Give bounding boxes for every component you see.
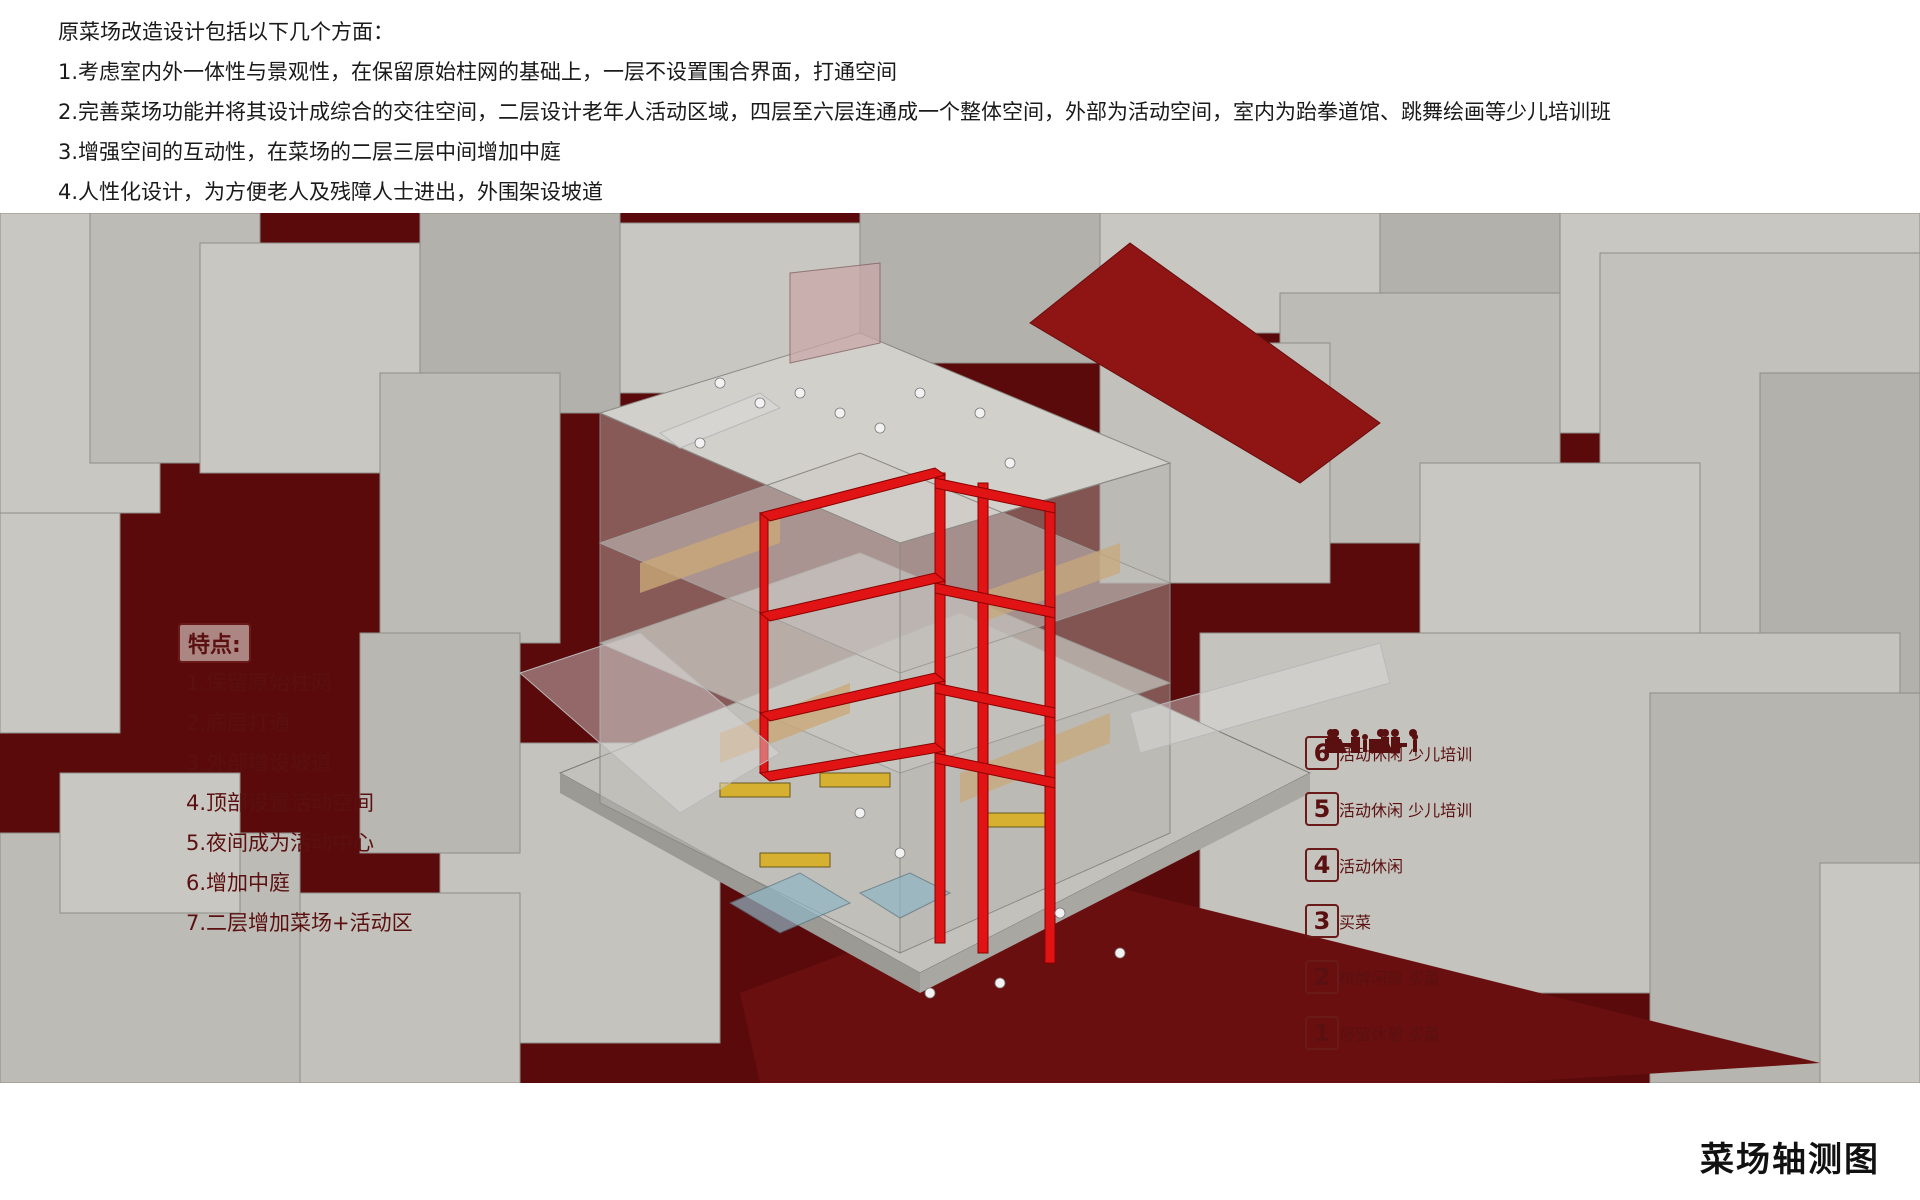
feature-item: 1.保留原始柱网	[186, 671, 333, 695]
floor-label: 活动休闲 少儿培训	[1339, 801, 1473, 820]
floor-legend-row: 4 活动休闲	[1305, 729, 1735, 893]
floor-legend-row: 3 买菜	[1305, 729, 1735, 949]
feature-item: 3.外部增设坡道	[186, 751, 333, 775]
red-roof	[1029, 242, 1381, 484]
intro-text: 原菜场改造设计包括以下几个方面： 1.考虑室内外一体性与景观性，在保留原始柱网的…	[58, 12, 1858, 212]
features-title: 特点:	[178, 623, 251, 663]
intro-heading: 原菜场改造设计包括以下几个方面：	[58, 20, 394, 44]
floor-legend-row: 1 停留休憩 买菜	[1305, 729, 1735, 1061]
floor-number: 2	[1305, 960, 1339, 994]
floor-legend-row: 2 棋牌闲聊 买菜	[1305, 729, 1735, 1005]
floor-number: 3	[1305, 904, 1339, 938]
feature-item: 2.底层打通	[186, 711, 291, 735]
floor-legend: 6 活动休闲 少儿培训 5 活动休闲 少儿培训 4 活动休闲 3	[1305, 725, 1735, 1061]
floor-label: 棋牌闲聊 买菜	[1339, 969, 1441, 988]
intro-point-2: 2.完善菜场功能并将其设计成综合的交往空间，二层设计老年人活动区域，四层至六层连…	[58, 100, 1612, 124]
intro-point-1: 1.考虑室内外一体性与景观性，在保留原始柱网的基础上，一层不设置围合界面，打通空…	[58, 60, 898, 84]
feature-item: 4.顶部设置活动空间	[186, 791, 375, 815]
drawing-caption: 菜场轴测图	[1700, 1140, 1880, 1180]
floor-label: 停留休憩 买菜	[1339, 1025, 1441, 1044]
ramps	[519, 392, 1391, 814]
floor-label: 活动休闲	[1339, 857, 1404, 876]
feature-item: 6.增加中庭	[186, 871, 291, 895]
features-box: 特点: 1.保留原始柱网 2.底层打通 3.外部增设坡道 4.顶部设置活动空间 …	[178, 623, 413, 943]
feature-item: 5.夜间成为活动中心	[186, 831, 375, 855]
axonometric-illustration	[0, 213, 1920, 1083]
feature-item: 7.二层增加菜场+活动区	[186, 911, 413, 935]
intro-point-3: 3.增强空间的互动性，在菜场的二层三层中间增加中庭	[58, 140, 562, 164]
intro-point-4: 4.人性化设计，为方便老人及残障人士进出，外围架设坡道	[58, 180, 604, 204]
floor-label: 买菜	[1339, 913, 1372, 932]
floor-number: 4	[1305, 848, 1339, 882]
red-core-frame	[758, 467, 1056, 964]
floor-number: 1	[1305, 1016, 1339, 1050]
floor-legend-row: 5 活动休闲 少儿培训	[1305, 729, 1735, 837]
floor-number: 5	[1305, 792, 1339, 826]
people-silhouettes	[694, 377, 1126, 999]
axonometric-drawing: 特点: 1.保留原始柱网 2.底层打通 3.外部增设坡道 4.顶部设置活动空间 …	[0, 213, 1920, 1083]
activity-icons	[1327, 729, 1400, 753]
